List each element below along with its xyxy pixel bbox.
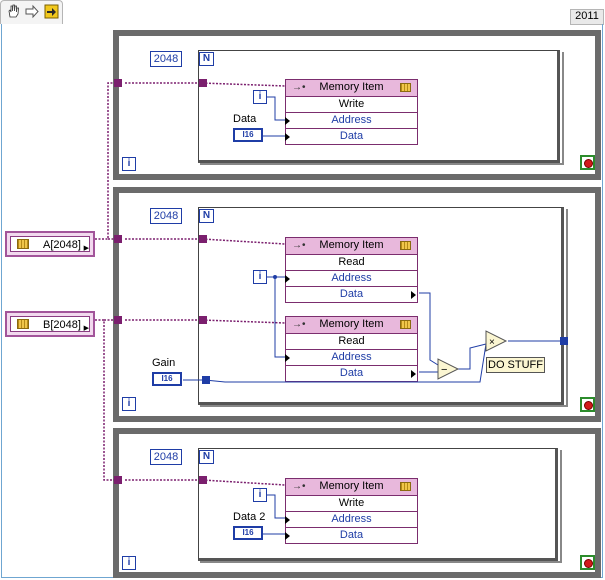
address-label: Address: [331, 272, 372, 284]
address-label: Address: [331, 513, 372, 525]
subtract-node[interactable]: [437, 358, 460, 380]
node-mode: Read: [286, 334, 417, 350]
loop-count-terminal[interactable]: N: [199, 52, 214, 66]
loop-count-constant[interactable]: 2048: [150, 208, 182, 224]
array-b-label: B[2048]: [43, 319, 81, 331]
iteration-terminal: i: [253, 488, 267, 502]
address-terminal[interactable]: Address: [285, 512, 417, 528]
data-label: Data: [339, 130, 364, 142]
loop-count-constant[interactable]: 2048: [150, 51, 182, 67]
output-arrow-icon: ▶: [83, 245, 89, 252]
multiply-node[interactable]: [485, 330, 508, 352]
iteration-terminal: i: [253, 90, 267, 104]
array-icon: [17, 319, 29, 329]
node-title: Memory Item: [319, 480, 384, 492]
data-terminal[interactable]: Data: [286, 287, 417, 302]
step-icon[interactable]: [44, 4, 59, 19]
array-icon: [400, 482, 411, 491]
address-label: Address: [331, 351, 372, 363]
address-terminal[interactable]: Address: [285, 350, 417, 366]
iteration-terminal: i: [122, 397, 136, 411]
data-terminal[interactable]: Data: [285, 129, 417, 144]
output-arrow-icon: ▶: [83, 325, 89, 332]
data-label: Data: [339, 288, 364, 300]
loop-count-terminal[interactable]: N: [199, 450, 214, 464]
data-terminal[interactable]: Data: [286, 366, 417, 381]
version-badge: 2011: [570, 9, 604, 25]
memory-item-write-node[interactable]: →• Memory Item Write Address Data: [285, 478, 418, 544]
do-stuff-label: DO STUFF: [486, 357, 545, 373]
node-title: Memory Item: [319, 318, 384, 330]
memory-item-write-node[interactable]: →• Memory Item Write Address Data: [285, 79, 418, 145]
array-a-label: A[2048]: [43, 239, 81, 251]
read-arrow-icon: →•: [292, 319, 306, 330]
arrow-right-icon[interactable]: [25, 4, 40, 19]
data-i16-control[interactable]: I16: [233, 128, 263, 142]
address-terminal[interactable]: Address: [285, 113, 417, 129]
memory-item-read-node-b[interactable]: →• Memory Item Read Address Data: [285, 316, 418, 382]
write-arrow-icon: →•: [292, 82, 306, 93]
data-control-label: Data: [233, 113, 257, 125]
iteration-terminal: i: [122, 157, 136, 171]
stop-button[interactable]: [580, 397, 595, 412]
address-label: Address: [331, 114, 372, 126]
iteration-terminal: i: [253, 270, 267, 284]
stop-button[interactable]: [580, 555, 595, 570]
iteration-terminal: i: [122, 556, 136, 570]
multiply-symbol: ×: [489, 337, 495, 348]
write-arrow-icon: →•: [292, 481, 306, 492]
stop-button[interactable]: [580, 155, 595, 170]
loop-count-constant[interactable]: 2048: [150, 449, 182, 465]
read-arrow-icon: →•: [292, 240, 306, 251]
node-mode: Write: [286, 97, 417, 113]
array-icon: [17, 239, 29, 249]
data-terminal[interactable]: Data: [285, 528, 417, 543]
gain-label: Gain: [152, 357, 176, 369]
node-title: Memory Item: [319, 81, 384, 93]
array-icon: [400, 320, 411, 329]
memory-item-read-node-a[interactable]: →• Memory Item Read Address Data: [285, 237, 418, 303]
array-icon: [400, 241, 411, 250]
data-2-control-label: Data 2: [233, 511, 266, 523]
subtract-symbol: −: [441, 364, 447, 376]
data-label: Data: [339, 367, 364, 379]
array-a-control[interactable]: A[2048] ▶: [5, 231, 95, 257]
gain-i16-control[interactable]: I16: [152, 372, 182, 386]
array-b-control[interactable]: B[2048] ▶: [5, 311, 95, 337]
node-mode: Write: [286, 496, 417, 512]
data-label: Data: [339, 529, 364, 541]
loop-count-terminal[interactable]: N: [199, 209, 214, 223]
loop-shadow: [200, 52, 564, 165]
hand-icon[interactable]: [6, 4, 21, 19]
loop-shadow: [200, 209, 568, 407]
array-icon: [400, 83, 411, 92]
address-terminal[interactable]: Address: [285, 271, 417, 287]
node-title: Memory Item: [319, 239, 384, 251]
data-2-i16-control[interactable]: I16: [233, 526, 263, 540]
loop-shadow: [200, 450, 562, 563]
node-mode: Read: [286, 255, 417, 271]
